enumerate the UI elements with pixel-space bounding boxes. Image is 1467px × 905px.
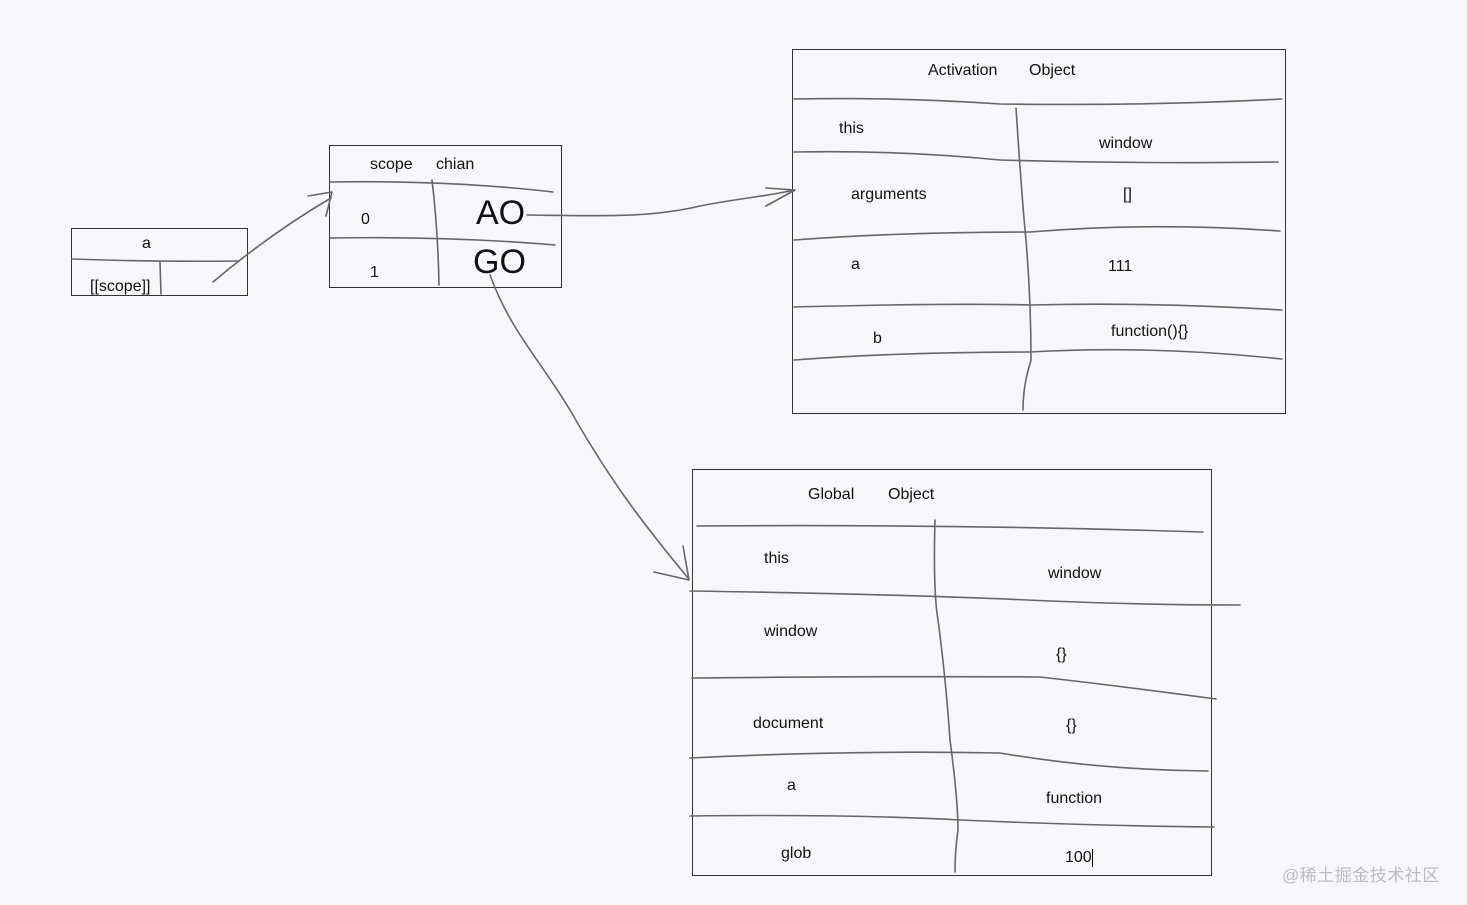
global-object-box xyxy=(692,469,1212,876)
go-line-4 xyxy=(689,751,1209,772)
ao-key-arguments: arguments xyxy=(851,186,927,203)
scope-chain-row-line xyxy=(329,236,556,246)
ao-line-1 xyxy=(793,97,1283,106)
text-cursor xyxy=(1092,849,1093,867)
go-key-this: this xyxy=(764,550,789,567)
scope-chain-ref-go: GO xyxy=(473,243,526,281)
var-box-divider xyxy=(71,258,239,263)
scope-chain-index-0: 0 xyxy=(361,211,370,228)
go-line-2 xyxy=(689,590,1241,606)
ao-value-b: function(){} xyxy=(1111,323,1189,340)
var-box-scope-label: [[scope]] xyxy=(90,278,151,295)
scope-chain-index-1: 1 xyxy=(370,264,379,281)
var-box-vertical xyxy=(159,261,162,295)
go-value-document: {} xyxy=(1066,717,1077,734)
go-key-a: a xyxy=(787,777,796,794)
arrow-scope-to-chain xyxy=(212,197,332,283)
go-line-1 xyxy=(696,524,1204,533)
go-title-1: Global xyxy=(808,486,855,503)
ao-key-b: b xyxy=(873,330,882,347)
go-line-5 xyxy=(689,814,1215,828)
go-key-glob: glob xyxy=(781,845,812,862)
activation-object-box xyxy=(792,49,1286,414)
scope-chain-vertical xyxy=(431,179,440,286)
ao-title-2: Object xyxy=(1029,62,1076,79)
go-vertical xyxy=(933,519,959,873)
arrow-go-head xyxy=(653,545,690,581)
arrow-ao-head xyxy=(765,187,796,207)
go-value-this: window xyxy=(1048,565,1102,582)
ao-key-a: a xyxy=(851,256,860,273)
ao-key-this: this xyxy=(839,120,864,137)
watermark: @稀土掘金技术社区 xyxy=(1282,866,1440,885)
arrow-go-to-global xyxy=(489,274,689,579)
ao-line-4 xyxy=(793,303,1283,311)
scope-chain-box xyxy=(329,145,562,288)
go-value-a: function xyxy=(1046,790,1103,807)
ao-title-1: Activation xyxy=(928,62,998,79)
go-value-glob: 100 xyxy=(1065,849,1092,866)
arrow-scope-to-chain-head xyxy=(307,191,333,217)
scope-chain-title-2: chian xyxy=(436,156,475,173)
go-line-3 xyxy=(691,675,1217,700)
ao-line-3 xyxy=(793,225,1281,241)
scope-chain-ref-ao: AO xyxy=(476,194,526,232)
scope-chain-header-line xyxy=(329,180,554,193)
ao-line-5 xyxy=(793,348,1283,361)
go-key-document: document xyxy=(753,715,824,732)
scope-chain-title-1: scope xyxy=(370,156,413,173)
ao-value-a: 111 xyxy=(1108,258,1133,275)
go-value-window: {} xyxy=(1056,646,1067,663)
var-a-box xyxy=(71,228,248,296)
ao-line-2 xyxy=(793,150,1279,164)
ao-vertical xyxy=(1015,107,1032,411)
go-key-window: window xyxy=(764,623,818,640)
ao-value-this: window xyxy=(1099,135,1153,152)
go-title-2: Object xyxy=(888,486,935,503)
var-box-title: a xyxy=(142,235,151,252)
arrow-ao-to-activation xyxy=(526,189,795,217)
ao-value-arguments: [] xyxy=(1123,186,1132,203)
